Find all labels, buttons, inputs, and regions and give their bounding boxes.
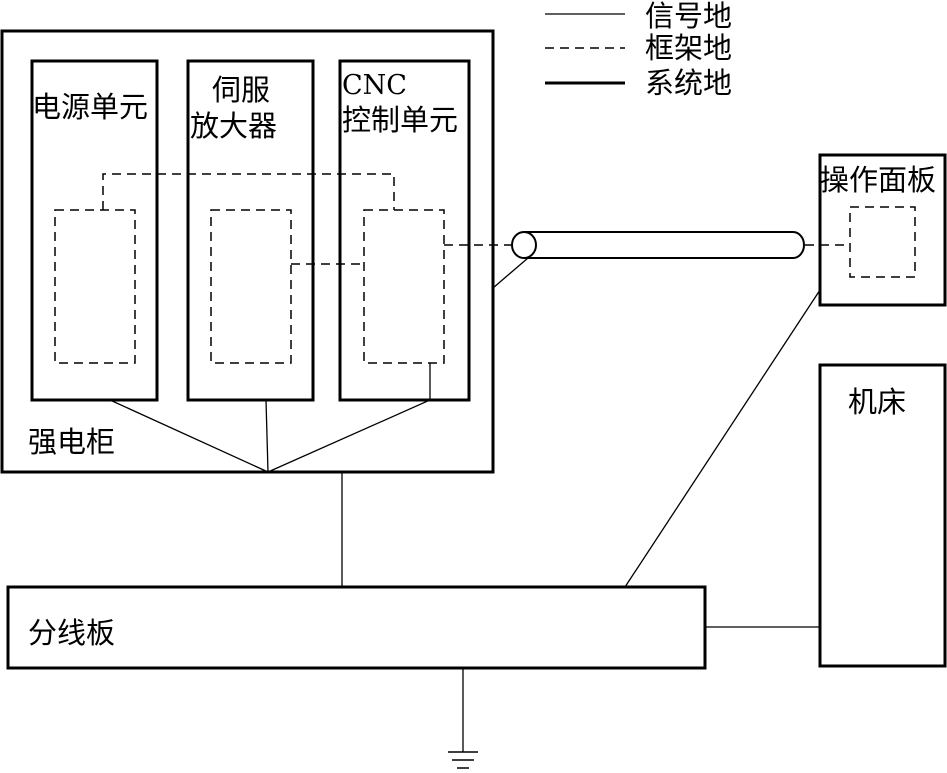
cnc-frame-ground — [363, 209, 445, 364]
legend-frame-label: 框架地 — [645, 31, 732, 65]
system-ground-connections — [341, 289, 821, 752]
servo-ground-line — [265, 399, 269, 473]
cnc-control-unit-box — [338, 59, 471, 402]
strong-current-cabinet — [0, 29, 495, 474]
operator-panel-label: 操作面板 — [820, 163, 936, 197]
machine-tool-label: 机床 — [848, 385, 906, 419]
distribution-board-label: 分线板 — [28, 616, 115, 650]
legend-system-label: 系统地 — [645, 66, 732, 100]
panel-to-board-line — [624, 289, 821, 588]
power-unit-frame-ground — [54, 209, 136, 364]
legend-signal-label: 信号地 — [645, 0, 732, 33]
cnc-label-line1: CNC — [342, 70, 407, 101]
power-unit-box — [30, 59, 159, 402]
power-to-cnc-frame-link — [102, 173, 395, 210]
cabinet-label: 强电柜 — [28, 425, 115, 459]
servo-amplifier-box — [186, 59, 315, 402]
shielded-cable — [511, 231, 805, 259]
cabinet-ground-lines — [109, 363, 431, 473]
frame-ground-links — [102, 173, 850, 265]
cable-shield-ground — [492, 257, 529, 289]
earth-ground-icon — [448, 751, 478, 769]
legend: 信号地 框架地 系统地 — [545, 0, 732, 100]
cnc-ground-line — [267, 363, 431, 473]
cnc-label-line2: 控制单元 — [342, 103, 458, 137]
operator-panel-box — [818, 153, 947, 307]
power-unit-ground-line — [109, 399, 269, 473]
servo-frame-ground — [210, 209, 292, 364]
servo-label-line2: 放大器 — [190, 109, 277, 143]
cable-end — [511, 231, 537, 259]
servo-label-line1: 伺服 — [212, 73, 270, 107]
operator-panel-frame-ground — [849, 206, 916, 278]
machine-tool-box — [818, 363, 947, 668]
cable-body — [524, 231, 805, 259]
power-unit-label: 电源单元 — [32, 90, 148, 124]
